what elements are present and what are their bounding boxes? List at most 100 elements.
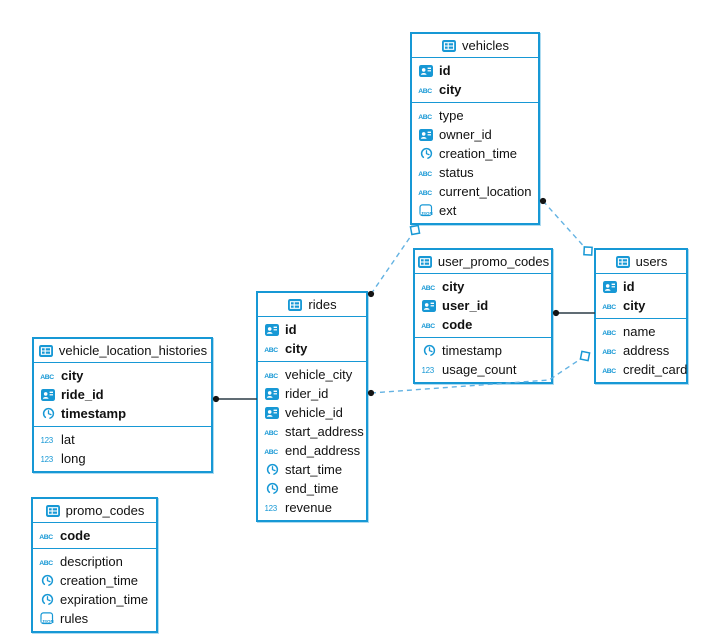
column-creation_time[interactable]: creation_time [33,571,156,590]
column-owner_id[interactable]: owner_id [412,125,538,144]
column-label: id [623,279,635,294]
abc-text-icon: ABC [264,446,280,456]
column-label: end_address [285,443,361,458]
id-badge-icon [264,406,280,419]
column-timestamp[interactable]: timestamp [415,341,551,360]
column-city[interactable]: ABC city [415,277,551,296]
column-vehicle_id[interactable]: vehicle_id [258,403,366,422]
column-label: type [439,108,464,123]
column-label: ext [439,203,457,218]
numeric-icon: 123 [40,453,56,464]
column-label: creation_time [439,146,518,161]
table-grid-icon [441,39,457,52]
table-header[interactable]: rides [258,293,366,317]
abc-text-icon: ABC [602,346,618,356]
column-label: usage_count [442,362,517,377]
column-id[interactable]: id [412,61,538,80]
table-name: users [635,254,668,269]
table-header[interactable]: vehicles [412,34,538,58]
json-icon: JSON [418,204,434,217]
column-user_id[interactable]: user_id [415,296,551,315]
column-address[interactable]: ABC address [596,341,686,360]
relationship-vehicles-users[interactable] [542,200,589,252]
column-label: code [442,317,473,332]
cardinality-dot [552,309,560,317]
svg-text:JSON: JSON [421,211,433,216]
table-header[interactable]: user_promo_codes [415,250,551,274]
svg-text:ABC: ABC [39,534,53,541]
id-badge-icon [418,128,434,141]
column-ride_id[interactable]: ride_id [34,385,211,404]
column-city[interactable]: ABC city [412,80,538,99]
svg-text:ABC: ABC [421,285,435,292]
column-label: lat [61,432,75,447]
column-label: timestamp [61,406,127,421]
column-id[interactable]: id [596,277,686,296]
column-label: city [285,341,308,356]
table-name: vehicle_location_histories [58,343,208,358]
relationship-rides-vehicles[interactable] [370,229,416,295]
column-label: address [623,343,670,358]
cardinality-dot [539,197,547,205]
column-label: city [439,82,462,97]
column-id[interactable]: id [258,320,366,339]
cardinality-diamond [409,224,421,236]
column-creation_time[interactable]: creation_time [412,144,538,163]
abc-text-icon: ABC [418,85,434,95]
svg-text:123: 123 [41,455,54,464]
column-timestamp[interactable]: timestamp [34,404,211,423]
column-label: city [442,279,465,294]
table-grid-icon [45,504,61,517]
column-start_time[interactable]: start_time [258,460,366,479]
column-label: current_location [439,184,532,199]
id-badge-icon [40,388,56,401]
column-label: user_id [442,298,489,313]
table-header[interactable]: vehicle_location_histories [34,339,211,363]
cardinality-dot [367,290,375,298]
svg-text:ABC: ABC [418,171,432,178]
column-expiration_time[interactable]: expiration_time [33,590,156,609]
clock-icon [40,407,56,420]
column-ext[interactable]: JSON ext [412,201,538,220]
svg-text:ABC: ABC [264,430,278,437]
column-rider_id[interactable]: rider_id [258,384,366,403]
column-label: end_time [285,481,339,496]
column-current_location[interactable]: ABC current_location [412,182,538,201]
table-header[interactable]: users [596,250,686,274]
table-header[interactable]: promo_codes [33,499,156,523]
column-end_time[interactable]: end_time [258,479,366,498]
column-end_address[interactable]: ABC end_address [258,441,366,460]
table-name: user_promo_codes [437,254,550,269]
svg-text:ABC: ABC [418,190,432,197]
column-label: expiration_time [60,592,149,607]
